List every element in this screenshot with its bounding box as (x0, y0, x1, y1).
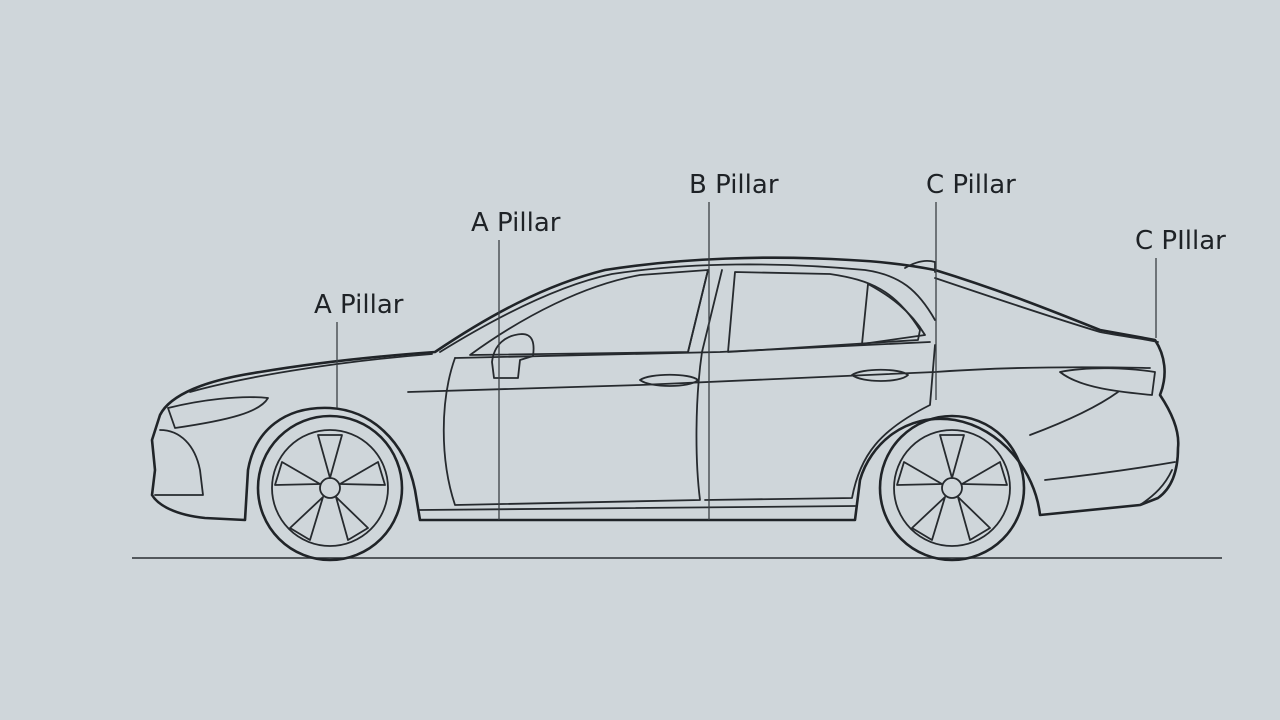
front-window (469, 269, 709, 356)
character-line (407, 366, 1151, 393)
rear-deck (934, 277, 1159, 343)
label-b-pillar: B Pillar (689, 170, 779, 200)
rocker-panel (419, 505, 856, 511)
rear-door-handle (851, 368, 909, 382)
label-c-pillar: C Pillar (926, 170, 1016, 200)
rear-bumper (1044, 461, 1176, 506)
b-pillar-band (687, 269, 723, 353)
front-wheel (256, 414, 404, 562)
rear-quarter-window (861, 283, 926, 345)
front-door (442, 351, 703, 506)
front-bumper (154, 429, 204, 496)
taillight (1059, 367, 1156, 396)
side-mirror (491, 333, 535, 379)
hood-line (189, 353, 433, 393)
rear-wheel (878, 414, 1026, 562)
front-door-handle (639, 373, 699, 387)
label-a-pillar-high: A Pillar (471, 208, 561, 238)
spoiler (904, 259, 936, 273)
beltline (454, 341, 931, 359)
car-body-outline (150, 256, 1180, 522)
roof-line (439, 263, 936, 353)
rear-door (704, 344, 936, 501)
headlight (167, 396, 269, 429)
rear-window (727, 271, 921, 353)
label-a-pillar-low: A Pillar (314, 290, 404, 320)
lower-character-line (1029, 391, 1119, 436)
label-c-pillar-rear: C PIllar (1135, 226, 1226, 256)
